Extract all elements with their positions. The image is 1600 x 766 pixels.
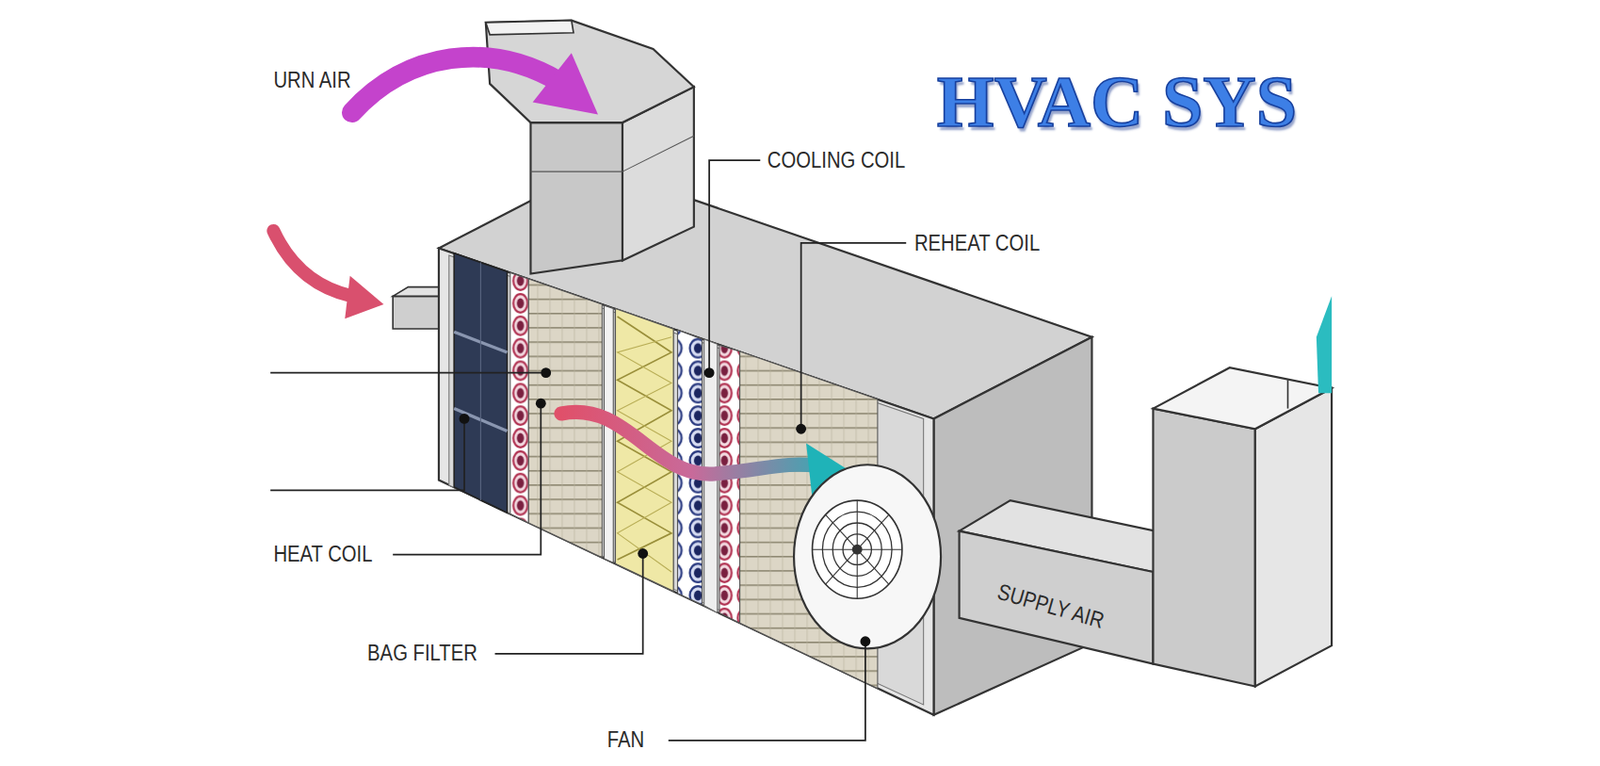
arrow-head: [344, 275, 384, 320]
part-label: URN AIR: [273, 69, 351, 93]
reheat-coil: [719, 344, 741, 623]
panel-filter: [453, 253, 507, 513]
leader-dot: [535, 398, 547, 409]
preheat-coil: [510, 272, 530, 523]
leader-line: [270, 418, 465, 490]
fan-spoke: [825, 514, 889, 584]
leader-line: [270, 371, 547, 374]
duct-opening: [1152, 367, 1332, 429]
part-label: COOLING COIL: [767, 148, 906, 172]
leader-dot: [637, 548, 648, 559]
return-duct: [530, 122, 623, 274]
return-air-arrow: [352, 57, 560, 114]
leader-line: [709, 160, 760, 372]
duct-seam: [530, 171, 623, 173]
leader-dot: [704, 367, 715, 378]
supply-arrow: [1316, 295, 1332, 393]
leader-dot: [459, 413, 470, 424]
divider-panel: [603, 305, 614, 563]
fresh-air-arrow: [273, 230, 352, 296]
part-label: HEAT COIL: [273, 543, 372, 566]
airflow-arrow: [561, 411, 817, 474]
duct-seam: [622, 135, 695, 172]
leader-dot: [859, 635, 871, 647]
supply-duct-side: [1255, 387, 1332, 687]
part-label: FAN: [607, 728, 645, 752]
title-text: HVAC SYS: [937, 64, 1297, 139]
leader-line: [392, 403, 541, 554]
duct-edge: [1287, 379, 1290, 408]
leader-line: [495, 553, 644, 654]
fan-inlet: [812, 500, 903, 598]
arrow-head: [533, 52, 598, 114]
supply-duct: [959, 531, 1154, 664]
leader-line: [801, 242, 907, 429]
fan-housing: [793, 464, 941, 648]
leader-dot: [540, 367, 551, 378]
leader-dots: [459, 367, 872, 647]
leader-dot: [795, 423, 807, 435]
filter-frame: [480, 262, 482, 502]
part-label: REHEAT COIL: [914, 231, 1040, 255]
supply-duct-riser: [1152, 408, 1255, 687]
fan-spoke: [825, 514, 889, 584]
leader-line: [668, 641, 866, 741]
part-label: BAG FILTER: [367, 642, 478, 665]
duct-opening: [485, 20, 574, 35]
inlet-duct: [392, 295, 439, 329]
leader-lines: [270, 160, 906, 741]
part-label: SUPPLY AIR: [994, 580, 1106, 632]
